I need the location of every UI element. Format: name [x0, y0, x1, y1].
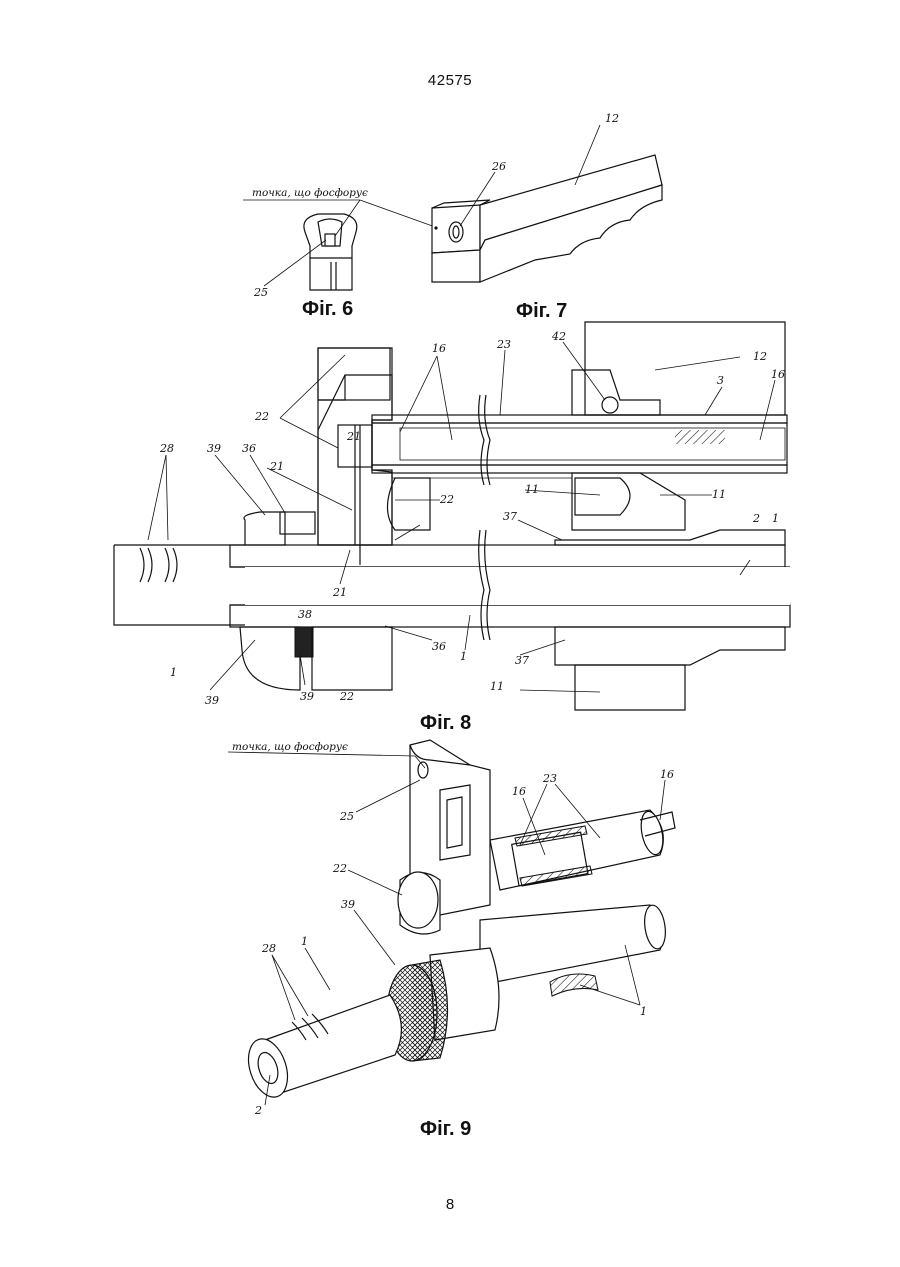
fig8-label-21b: 21: [269, 460, 284, 473]
fig9-label-22: 22: [332, 862, 347, 875]
figure-7: [432, 125, 662, 282]
fig8-label-21c: 21: [332, 586, 347, 599]
fig9-label-2: 2: [254, 1104, 262, 1117]
fig7-label-26: 26: [491, 160, 506, 173]
fig9-label-16a: 16: [660, 768, 674, 781]
fig8-label-12: 12: [753, 350, 767, 363]
fig8-label-16b: 16: [771, 368, 785, 381]
fig8-label-36a: 36: [242, 442, 256, 455]
fig6-note: точка, що фосфорує: [252, 187, 368, 199]
fig9-label-1b: 1: [640, 1005, 647, 1018]
fig9-note: точка, що фосфорує: [232, 741, 348, 753]
fig8-label-36b: 36: [432, 640, 446, 653]
fig8-label-22b: 22: [439, 493, 454, 506]
fig8-label-39b: 39: [205, 694, 219, 707]
fig8-label-1a: 1: [772, 512, 779, 525]
fig9-label-16b: 16: [512, 785, 526, 798]
fig8-label-1b: 1: [170, 666, 177, 679]
fig8-label-22a: 22: [254, 410, 269, 423]
fig8-label-2: 2: [752, 512, 760, 525]
fig7-label-12: 12: [605, 112, 619, 125]
fig8-label-38: 38: [298, 608, 312, 621]
fig8-label-22c: 22: [339, 690, 354, 703]
fig9-label-25: 25: [339, 810, 354, 823]
fig8-label-39a: 39: [207, 442, 221, 455]
fig6-label-25: 25: [253, 286, 268, 299]
fig9-label-1a: 1: [301, 935, 308, 948]
fig9-label-39: 39: [341, 898, 355, 911]
fig8-label-39c: 39: [300, 690, 314, 703]
fig8-label-11a: 11: [525, 483, 539, 496]
fig8-label-16a: 16: [432, 342, 446, 355]
fig8-label-42: 42: [551, 330, 566, 343]
fig6-caption: Фіг. 6: [302, 298, 353, 321]
figure-6: [243, 200, 438, 290]
fig8-label-21a: 21: [346, 430, 361, 443]
figure-9: [228, 740, 675, 1105]
fig8-caption: Фіг. 8: [420, 712, 471, 735]
fig8-label-1c: 1: [460, 650, 467, 663]
fig8-label-11b: 11: [712, 488, 726, 501]
fig8-label-3: 3: [717, 374, 724, 387]
fig8-label-23: 23: [496, 338, 511, 351]
fig9-label-28: 28: [261, 942, 276, 955]
fig8-label-37a: 37: [503, 510, 517, 523]
fig9-caption: Фіг. 9: [420, 1118, 471, 1141]
figure-8: [114, 322, 790, 710]
page-number: 8: [0, 1196, 900, 1213]
fig7-caption: Фіг. 7: [516, 300, 567, 323]
fig8-label-11c: 11: [490, 680, 504, 693]
fig8-label-28: 28: [159, 442, 174, 455]
fig9-label-23: 23: [542, 772, 557, 785]
fig8-label-37b: 37: [515, 654, 529, 667]
